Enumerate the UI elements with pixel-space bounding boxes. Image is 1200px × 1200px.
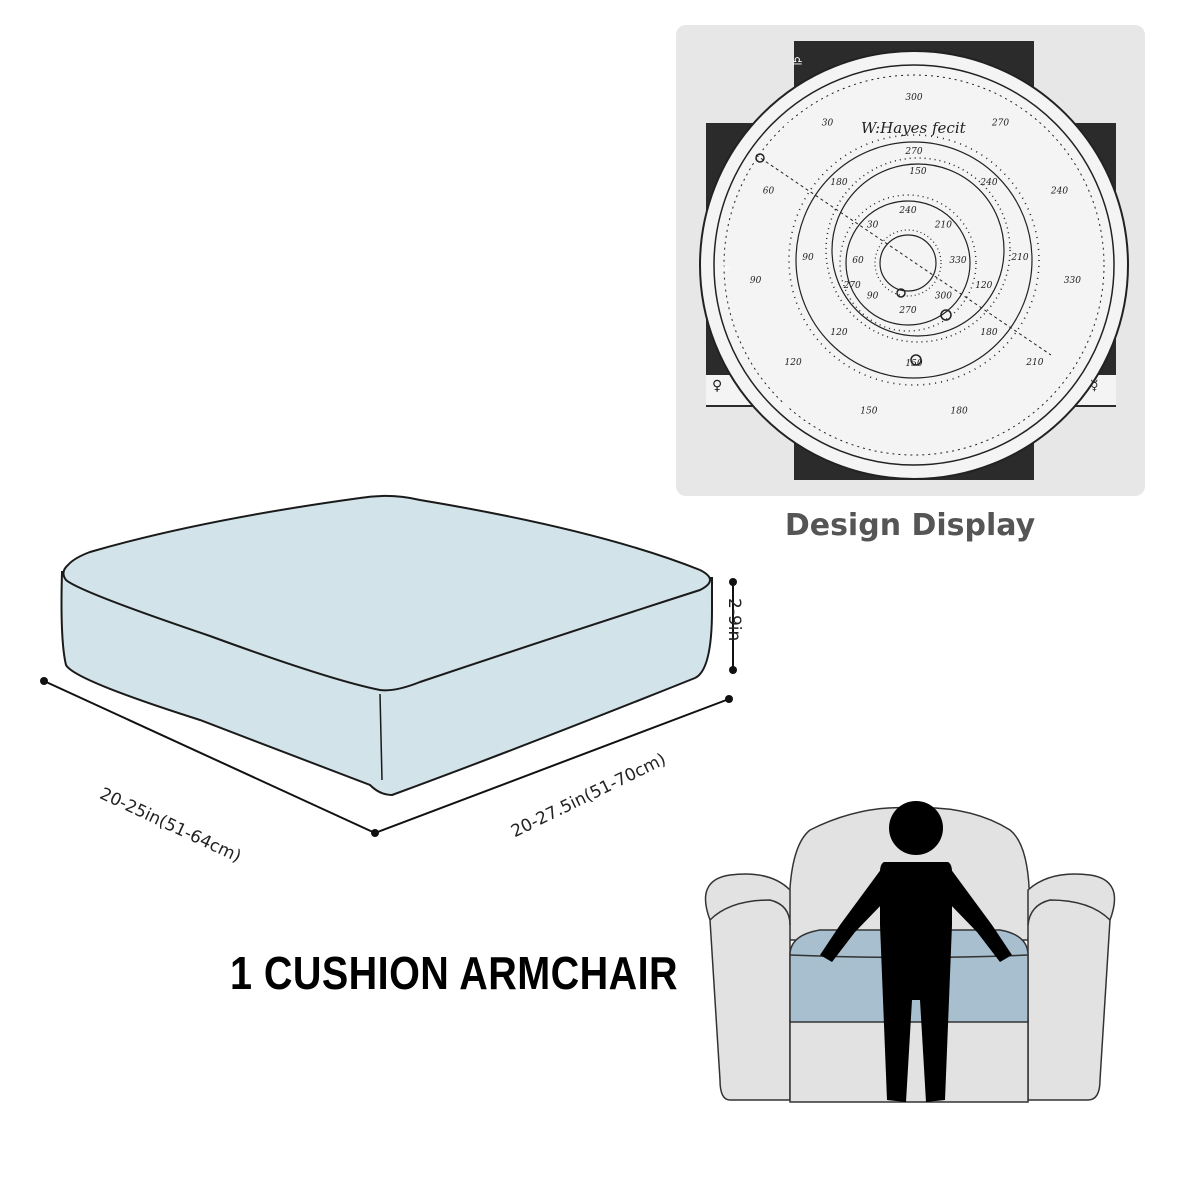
person-figure (820, 801, 1012, 1102)
ring-number: 30 (822, 118, 834, 128)
ring-number: 180 (951, 407, 968, 417)
engraving-signature: W:Hayes fecit (861, 119, 967, 137)
ring-number: 330 (1064, 276, 1081, 286)
ring-number: 300 (935, 291, 952, 301)
ring-number: 90 (802, 253, 814, 263)
svg-text:♎: ♎ (792, 54, 803, 68)
ring-number: 240 (979, 178, 997, 188)
cushion-top (62, 494, 711, 692)
armchair-illustration (704, 801, 1116, 1103)
length-dimension-line (43, 680, 376, 834)
ring-number: 270 (843, 281, 861, 291)
ring-number: 180 (980, 328, 997, 338)
ring-number: 210 (1010, 253, 1028, 263)
svg-text:♀: ♀ (712, 378, 722, 394)
ring-number: 120 (975, 281, 992, 291)
design-display-caption: Design Display (784, 508, 1036, 543)
ring-number: 270 (898, 306, 916, 316)
ring-number: 240 (898, 206, 916, 216)
ring-number: 60 (852, 256, 864, 266)
ring-number: 150 (905, 359, 922, 369)
height-label: 2-9in (724, 598, 744, 642)
ring-number: 180 (830, 178, 847, 188)
ring-number: 270 (904, 147, 922, 157)
astronomical-chart-image: W:Hayes fecit 300 270 240 330 210 180 150 120 90… (699, 41, 1129, 480)
ring-number: 300 (905, 93, 922, 103)
svg-text:☿: ☿ (1090, 378, 1099, 394)
ring-number: 270 (991, 118, 1009, 128)
ring-number: 210 (1025, 358, 1043, 368)
ring-number: 120 (830, 328, 847, 338)
headline-title: 1 CUSHION ARMCHAIR (230, 947, 679, 999)
width-dimension-line (374, 698, 730, 834)
ring-number: 120 (785, 358, 802, 368)
ring-number: 210 (934, 221, 952, 231)
ring-number: 150 (860, 407, 877, 417)
ring-number: 330 (949, 256, 966, 266)
ring-number: 90 (750, 276, 762, 286)
svg-text:♒: ♒ (720, 262, 731, 276)
ring-number: 30 (867, 221, 879, 231)
ring-number: 90 (867, 291, 879, 301)
ring-number: 150 (909, 167, 926, 177)
ring-number: 60 (763, 187, 775, 197)
ring-number: 240 (1050, 187, 1068, 197)
chart-ring-numbers: 300 270 240 330 210 180 150 120 90 60 30 270 240 210 1… (750, 93, 1081, 417)
cushion-illustration (40, 494, 737, 837)
armchair-left-arm (704, 873, 791, 1101)
armchair-right-arm (1027, 873, 1116, 1101)
